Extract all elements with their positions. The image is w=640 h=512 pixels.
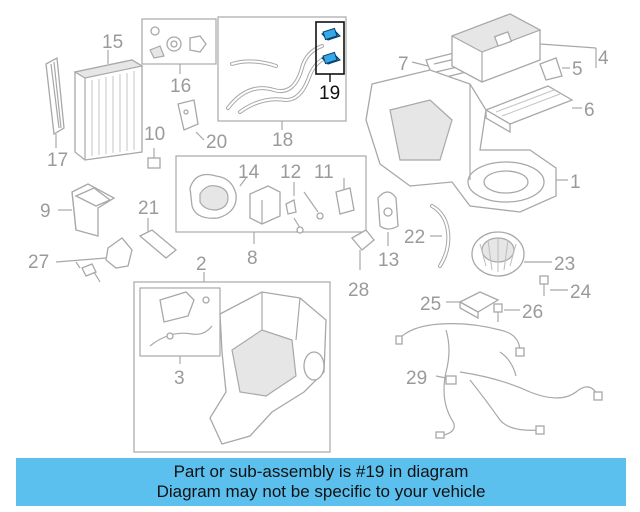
part-5-actuator: [539, 57, 563, 81]
callout-7: 7: [398, 54, 409, 75]
part-22-drain-hose: [430, 204, 451, 268]
callout-25: 25: [420, 294, 441, 315]
callout-28: 28: [348, 280, 369, 301]
callout-21: 21: [138, 198, 159, 219]
part-27-clip: [81, 237, 133, 283]
part-24-screw: [539, 275, 549, 296]
part-20-bracket: [177, 99, 199, 131]
part-3-linkage: [149, 291, 213, 347]
part-29-wiring-harness: [395, 323, 603, 439]
callout-26: 26: [522, 302, 543, 323]
banner-line-1: Part or sub-assembly is #19 in diagram: [173, 462, 469, 481]
part-8-box: [175, 155, 367, 233]
part-25-resistor: [458, 291, 500, 320]
part-12-clips: [285, 191, 324, 234]
part-26-screw: [493, 303, 503, 322]
part-19-cap-upper[interactable]: [321, 27, 341, 41]
part-11-sensor: [335, 178, 355, 215]
part-14-module: [249, 185, 281, 225]
callout-24: 24: [570, 282, 592, 303]
part-16-seal-kit: [141, 18, 217, 65]
callout-8: 8: [247, 248, 258, 269]
callout-3: 3: [174, 368, 185, 389]
part-21-sensor: [138, 218, 178, 259]
part-19-cap-lower[interactable]: [321, 51, 341, 65]
part-23-blower-motor: [471, 231, 525, 277]
callout-12: 12: [280, 162, 301, 183]
part-28-connector: [351, 229, 375, 270]
callout-5: 5: [572, 59, 583, 80]
callout-4: 4: [598, 48, 609, 69]
callout-2: 2: [196, 254, 207, 275]
callout-9: 9: [40, 201, 51, 222]
callout-19: 19: [319, 83, 340, 104]
part-6-filter: [484, 85, 574, 134]
banner-line-2: Diagram may not be specific to your vehi…: [156, 482, 486, 501]
part-14-gasket: [189, 173, 237, 219]
part-1-hvac-housing: [365, 69, 557, 213]
part-10-sensor: [147, 148, 161, 169]
callout-18: 18: [272, 130, 293, 151]
callout-13: 13: [378, 250, 399, 271]
callout-22: 22: [404, 227, 425, 248]
callout-17: 17: [47, 150, 68, 171]
callout-1: 1: [570, 172, 581, 193]
part-19-highlight[interactable]: 19: [315, 21, 345, 104]
callout-15: 15: [102, 32, 123, 53]
part-15-evaporator: [73, 59, 144, 161]
callout-23: 23: [554, 254, 575, 275]
part-2-lower-housing: [209, 291, 327, 445]
callout-29: 29: [406, 368, 427, 389]
callout-14: 14: [238, 162, 260, 183]
part-4-upper-housing: [450, 13, 542, 83]
part-18-ac-lines: [226, 44, 328, 114]
info-banner: Part or sub-assembly is #19 in diagram D…: [16, 458, 626, 506]
part-17-heater-strip: [45, 56, 65, 136]
part-13-bracket: [377, 191, 399, 230]
callout-20: 20: [206, 132, 227, 153]
callout-11: 11: [314, 162, 334, 183]
callout-16: 16: [170, 76, 191, 97]
callout-27: 27: [28, 252, 49, 273]
part-2-box: [133, 281, 331, 453]
callout-6: 6: [584, 100, 595, 121]
part-9-cabin-filter: [71, 183, 116, 237]
callout-10: 10: [144, 124, 165, 145]
